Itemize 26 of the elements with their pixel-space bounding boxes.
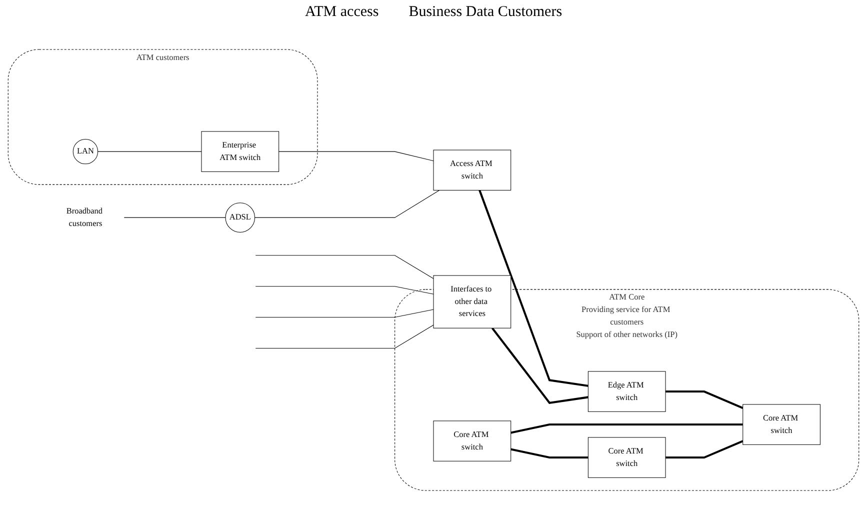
node-box: Core ATM switch bbox=[588, 437, 666, 478]
connector bbox=[254, 190, 440, 218]
connector bbox=[278, 151, 434, 162]
note-label: ATM access bbox=[304, 4, 379, 21]
connector bbox=[255, 255, 434, 279]
connector bbox=[510, 448, 588, 459]
node-text: Broadband customers bbox=[66, 206, 103, 228]
node-box: Access ATM switch bbox=[433, 150, 512, 190]
node-box: Core ATM switch bbox=[433, 420, 512, 462]
connector bbox=[510, 424, 743, 434]
connector bbox=[666, 390, 744, 409]
connector bbox=[255, 309, 434, 318]
connector bbox=[491, 327, 588, 404]
node-circle: ADSL bbox=[225, 202, 256, 232]
connector bbox=[255, 324, 434, 348]
node-box: Core ATM switch bbox=[742, 404, 820, 445]
connector bbox=[255, 286, 434, 294]
connector bbox=[124, 217, 226, 218]
node-box: Edge ATM switch bbox=[588, 371, 666, 412]
node-circle: LAN bbox=[72, 138, 98, 164]
node-box: Interfaces to other data services bbox=[433, 275, 512, 328]
note-label: Business Data Customers bbox=[408, 4, 562, 21]
connector bbox=[478, 190, 588, 387]
connector bbox=[666, 440, 744, 459]
node-box: Enterprise ATM switch bbox=[201, 131, 280, 172]
connector bbox=[98, 151, 202, 152]
